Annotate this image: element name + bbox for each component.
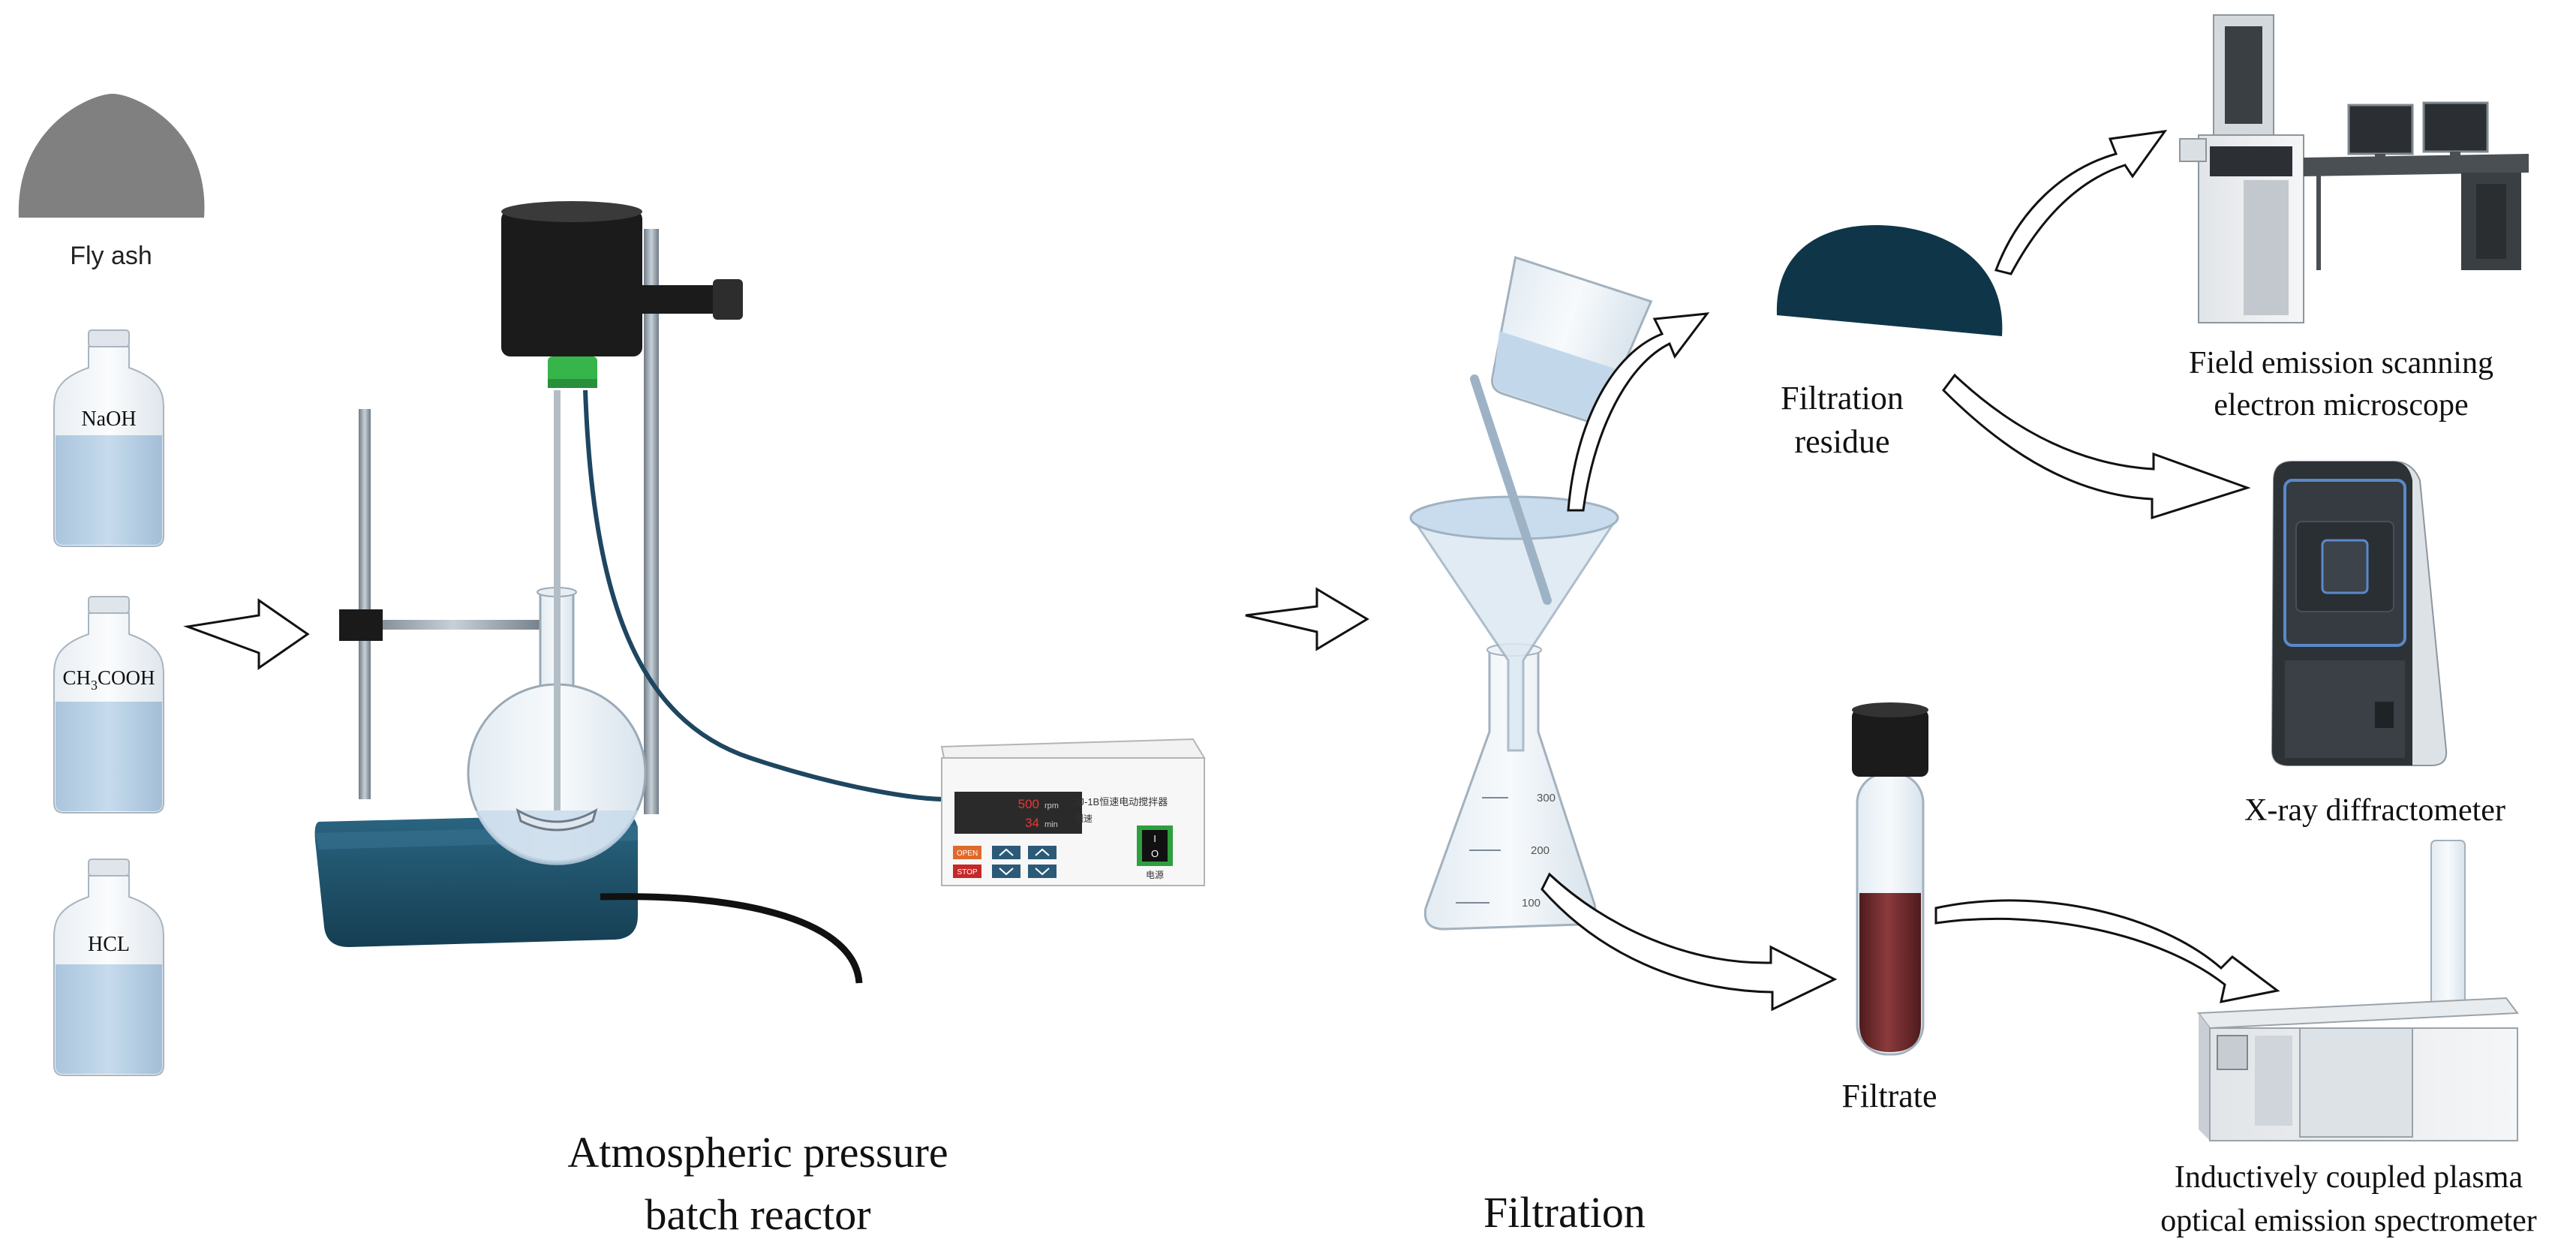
arrow-to-residue [1567,312,1710,512]
reactor-caption-line1: Atmospheric pressure [567,1128,948,1177]
svg-text:200: 200 [1531,844,1550,857]
svg-text:电源: 电源 [1146,870,1164,880]
naoh-bottle: NaOH [53,329,164,547]
up-button-1 [992,846,1020,859]
fly-ash-group: Fly ash [18,94,205,270]
monitor-left [2347,104,2414,155]
arrow-to-icp [1934,899,2280,1003]
svg-text:JJ-1B恒速电动搅拌器: JJ-1B恒速电动搅拌器 [1075,796,1168,807]
svg-text:rpm: rpm [1045,801,1059,810]
filtration-residue-group: Filtration residue [1776,225,2003,460]
controller-display [954,792,1082,834]
tube-cap [1852,709,1928,777]
icp-label-line1: Inductively coupled plasma [2175,1160,2523,1195]
residue-label-line2: residue [1794,423,1889,460]
svg-text:STOP: STOP [957,868,977,877]
hcl-label: HCL [88,933,130,956]
filtrate-liquid [1859,893,1921,1052]
stirrer-motor [501,210,642,356]
svg-text:I: I [1153,833,1156,844]
fly-ash-label: Fly ash [70,242,152,270]
svg-text:500: 500 [1018,797,1039,811]
open-button [953,846,981,859]
hotplate-cable [600,893,863,984]
xrd-instrument: X-ray diffractometer [2244,461,2505,828]
reactor-group: 500 rpm 34 min JJ-1B恒速电动搅拌器 测速 OPEN STOP… [314,201,1206,1239]
residue-label-line1: Filtration [1781,380,1904,416]
arrow-to-filtrate [1540,872,1838,1012]
svg-text:OPEN: OPEN [957,850,978,858]
stirrer-paddle [516,807,598,831]
arrow-to-xrd [1942,373,2251,520]
icp-oes-instrument: Inductively coupled plasma optical emiss… [2160,840,2537,1238]
down-button-2 [1028,865,1057,878]
naoh-label: NaOH [81,407,136,431]
svg-text:测速: 测速 [1075,813,1093,824]
up-button-2 [1028,846,1057,859]
fesem-instrument: Field emission scanning electron microsc… [2179,14,2529,423]
down-button-1 [992,865,1020,878]
stirrer-controller: 500 rpm 34 min JJ-1B恒速电动搅拌器 测速 OPEN STOP… [940,738,1206,886]
stop-button [953,865,981,878]
svg-text:300: 300 [1537,792,1556,804]
clamp-block [339,609,383,641]
pouring-beaker [1491,256,1653,423]
monitor-right [2422,101,2489,153]
svg-text:O: O [1151,848,1159,859]
fly-ash-pile [18,94,205,218]
glass-rod [1470,374,1552,605]
filtrate-label: Filtrate [1841,1078,1937,1114]
motor-controller-cable [583,389,946,801]
stand-rod-right [644,229,659,814]
xrd-label: X-ray diffractometer [2244,793,2505,828]
svg-text:min: min [1045,820,1058,829]
filtration-caption: Filtration [1483,1188,1646,1237]
svg-text:100: 100 [1522,897,1540,910]
fesem-label-line1: Field emission scanning [2189,346,2493,380]
arrow-to-fesem [1994,130,2168,275]
ch3cooh-bottle: CH3COOH [53,596,164,813]
clamp-arm [359,620,548,630]
reactor-caption-line2: batch reactor [645,1190,870,1239]
stand-rod-left [359,409,371,799]
filtration-residue [1776,225,2003,336]
arrow-to-filtration [1245,587,1369,651]
fesem-label-line2: electron microscope [2214,388,2468,423]
svg-text:34: 34 [1025,816,1039,830]
filtrate-group: Filtrate [1841,702,1937,1114]
hcl-bottle: HCL [53,859,164,1076]
icp-label-line2: optical emission spectrometer [2160,1204,2537,1238]
ch3cooh-label: CH3COOH [62,666,155,693]
filter-funnel [1410,516,1619,752]
arrow-to-reactor [183,598,310,670]
